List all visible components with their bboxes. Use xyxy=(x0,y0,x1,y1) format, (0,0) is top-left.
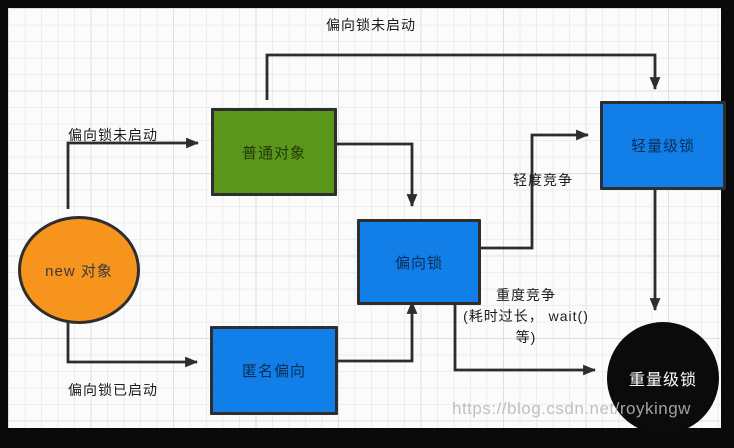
edge-label-heavy-contention-line1: 重度竞争 xyxy=(496,287,556,303)
node-lightweight-lock-label: 轻量级锁 xyxy=(630,138,695,155)
arrow-new-to-ordinary xyxy=(66,137,200,209)
arrow-anonymous-to-biased xyxy=(330,300,418,363)
node-heavyweight-lock: 重量级锁 xyxy=(607,322,719,434)
node-new-object-label: new 对象 xyxy=(45,262,113,280)
arrow-biased-to-lightweight xyxy=(473,129,590,250)
arrow-ordinary-to-lightweight-top-loop xyxy=(265,53,661,100)
edge-label-heavy-contention: 重度竞争 (耗时过长， wait() 等) xyxy=(446,285,606,348)
node-biased-lock: 偏向锁 xyxy=(357,219,481,305)
edge-label-heavy-contention-line2: (耗时过长， wait() xyxy=(463,308,589,324)
node-heavyweight-lock-label: 重量级锁 xyxy=(628,372,697,389)
node-new-object: new 对象 xyxy=(18,216,140,324)
edge-label-biased-not-started: 偏向锁未启动 xyxy=(68,127,158,143)
edge-label-biased-not-started-top: 偏向锁未启动 xyxy=(326,17,416,33)
csdn-watermark: https://blog.csdn.net/roykingw xyxy=(452,399,691,418)
node-ordinary-object-label: 普通对象 xyxy=(241,144,306,162)
node-ordinary-object: 普通对象 xyxy=(211,108,337,196)
diagram-grid-canvas: new 对象 普通对象 偏向锁 匿名偏向 轻量级锁 重量级锁 偏向锁未启动 偏向… xyxy=(8,8,726,434)
edge-label-heavy-contention-line3: 等) xyxy=(515,329,537,345)
edge-label-biased-started: 偏向锁已启动 xyxy=(68,382,158,398)
arrow-ordinary-to-biased xyxy=(329,142,418,208)
edge-label-light-contention: 轻度竞争 xyxy=(513,172,573,188)
node-anonymous-bias-label: 匿名偏向 xyxy=(241,363,306,380)
node-anonymous-bias: 匿名偏向 xyxy=(210,326,338,415)
node-lightweight-lock: 轻量级锁 xyxy=(600,101,726,190)
node-biased-lock-label: 偏向锁 xyxy=(394,254,443,272)
